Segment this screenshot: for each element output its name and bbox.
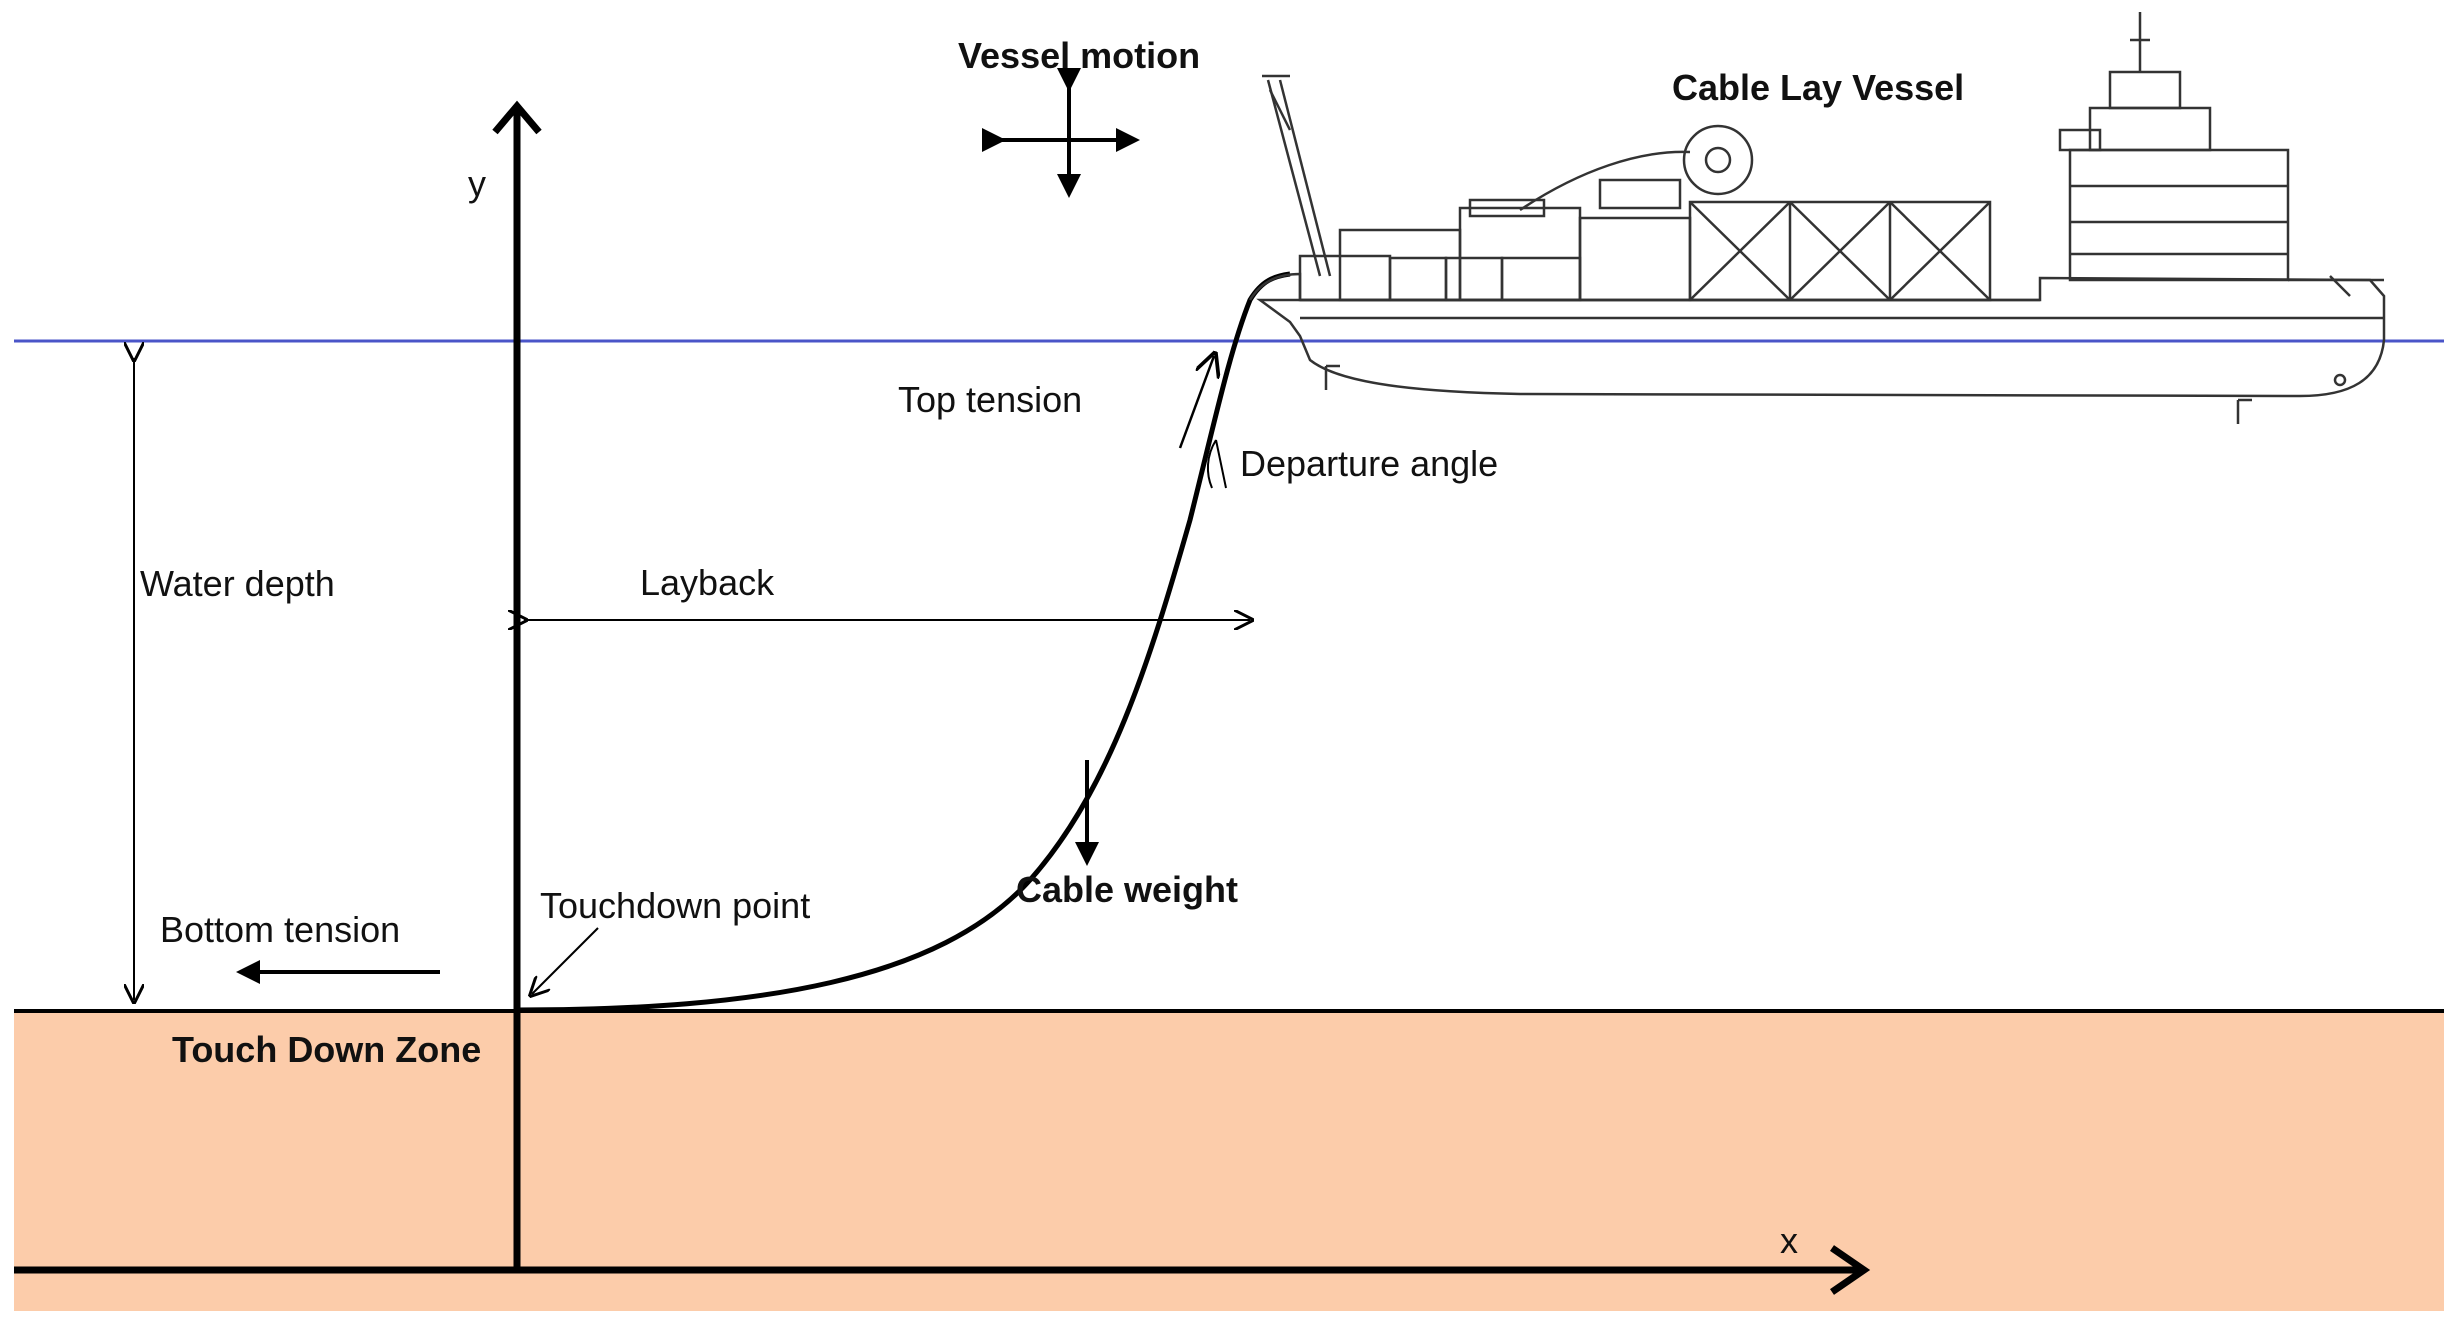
vessel-motion-label: Vessel motion bbox=[958, 35, 1200, 76]
cable-lay-vessel-drawing bbox=[1248, 12, 2386, 424]
touch-down-zone-label: Touch Down Zone bbox=[172, 1029, 481, 1070]
x-axis-label: x bbox=[1780, 1220, 1798, 1261]
y-axis-arrowhead bbox=[492, 100, 542, 135]
touchdown-pointer bbox=[532, 927, 599, 994]
cable-catenary bbox=[516, 271, 1291, 1013]
cable-weight-label: Cable weight bbox=[1016, 869, 1238, 910]
seabed-region bbox=[14, 1011, 2444, 1311]
top-tension-arrow bbox=[1178, 356, 1214, 449]
bottom-tension-label: Bottom tension bbox=[160, 909, 400, 950]
layback-label: Layback bbox=[640, 562, 775, 603]
water-depth-label: Water depth bbox=[140, 563, 335, 604]
departure-angle-mark bbox=[1206, 439, 1227, 489]
cable-lay-vessel-label: Cable Lay Vessel bbox=[1672, 67, 1964, 108]
x-axis-arrowhead bbox=[1830, 1245, 1871, 1295]
y-axis-label: y bbox=[468, 163, 486, 204]
touchdown-point-label: Touchdown point bbox=[540, 885, 810, 926]
vessel-motion-cross-icon bbox=[982, 68, 1140, 198]
departure-angle-label: Departure angle bbox=[1240, 443, 1498, 484]
top-tension-label: Top tension bbox=[898, 379, 1082, 420]
